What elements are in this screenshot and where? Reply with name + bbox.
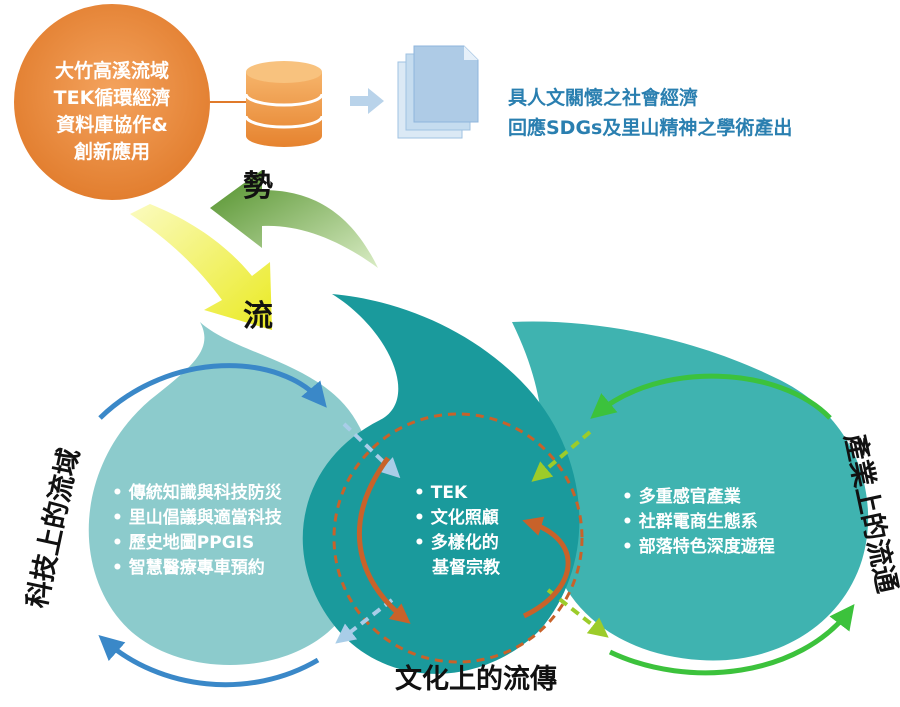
verb-shi: 勢 bbox=[243, 169, 273, 204]
hub-line-3: 資料庫協作& bbox=[56, 113, 168, 136]
industry-cycle-bottom-arrow bbox=[608, 604, 855, 676]
tech-item-4: • 智慧醫療專車預約 bbox=[112, 557, 265, 578]
tech-bullet-list: • 傳統知識與科技防災 • 里山倡議與適當科技 • 歷史地圖PPGIS • 智慧… bbox=[112, 482, 283, 578]
culture-to-tech-dashed-arrow bbox=[335, 598, 394, 644]
tech-label: 科技上的流域 bbox=[21, 446, 86, 611]
culture-cycle-right-arrow bbox=[522, 516, 571, 619]
culture-item-3: • 多樣化的 bbox=[414, 532, 499, 553]
culture-label: 文化上的流傳 bbox=[395, 663, 557, 695]
culture-item-1: • TEK bbox=[414, 483, 468, 503]
tech-item-2: • 里山倡議與適當科技 bbox=[112, 507, 283, 528]
industry-cycle-top-arrow bbox=[590, 373, 832, 420]
verb-liu: 流 bbox=[243, 299, 273, 334]
industry-to-culture-dashed-arrow bbox=[531, 430, 592, 482]
culture-item-2: • 文化照顧 bbox=[414, 507, 499, 528]
tech-item-1: • 傳統知識與科技防災 bbox=[112, 482, 283, 503]
culture-cycle-left-arrow bbox=[356, 456, 411, 624]
hub-line-4: 創新應用 bbox=[74, 140, 150, 163]
shi-arrow bbox=[210, 170, 378, 268]
documents-icon bbox=[397, 45, 479, 139]
output-line-2: 回應SDGs及里山精神之學術產出 bbox=[508, 116, 792, 139]
tech-drop bbox=[88, 322, 378, 665]
culture-ring bbox=[332, 412, 584, 664]
output-line-1: 具人文關懷之社會經濟 bbox=[508, 86, 698, 109]
industry-item-1: • 多重感官產業 bbox=[622, 486, 741, 507]
db-to-docs-arrow bbox=[350, 88, 384, 114]
industry-item-2: • 社群電商生態系 bbox=[622, 511, 758, 532]
culture-bullet-list: • TEK • 文化照顧 • 多樣化的 基督宗教 bbox=[414, 483, 501, 578]
liu-arrow bbox=[130, 204, 272, 330]
industry-bullet-list: • 多重感官產業 • 社群電商生態系 • 部落特色深度遊程 bbox=[622, 486, 775, 557]
tech-cycle-top-arrow bbox=[98, 363, 327, 420]
industry-item-3: • 部落特色深度遊程 bbox=[622, 536, 775, 557]
tech-to-culture-dashed-arrow bbox=[342, 422, 401, 479]
culture-to-industry-dashed-arrow bbox=[546, 588, 609, 638]
hub-line-2: TEK循環經濟 bbox=[54, 86, 171, 109]
database-icon bbox=[244, 61, 324, 147]
hub-line-1: 大竹高溪流域 bbox=[55, 59, 169, 82]
culture-item-4: 基督宗教 bbox=[431, 557, 501, 578]
tech-item-3: • 歷史地圖PPGIS bbox=[112, 532, 254, 553]
tech-cycle-bottom-arrow bbox=[98, 635, 320, 688]
